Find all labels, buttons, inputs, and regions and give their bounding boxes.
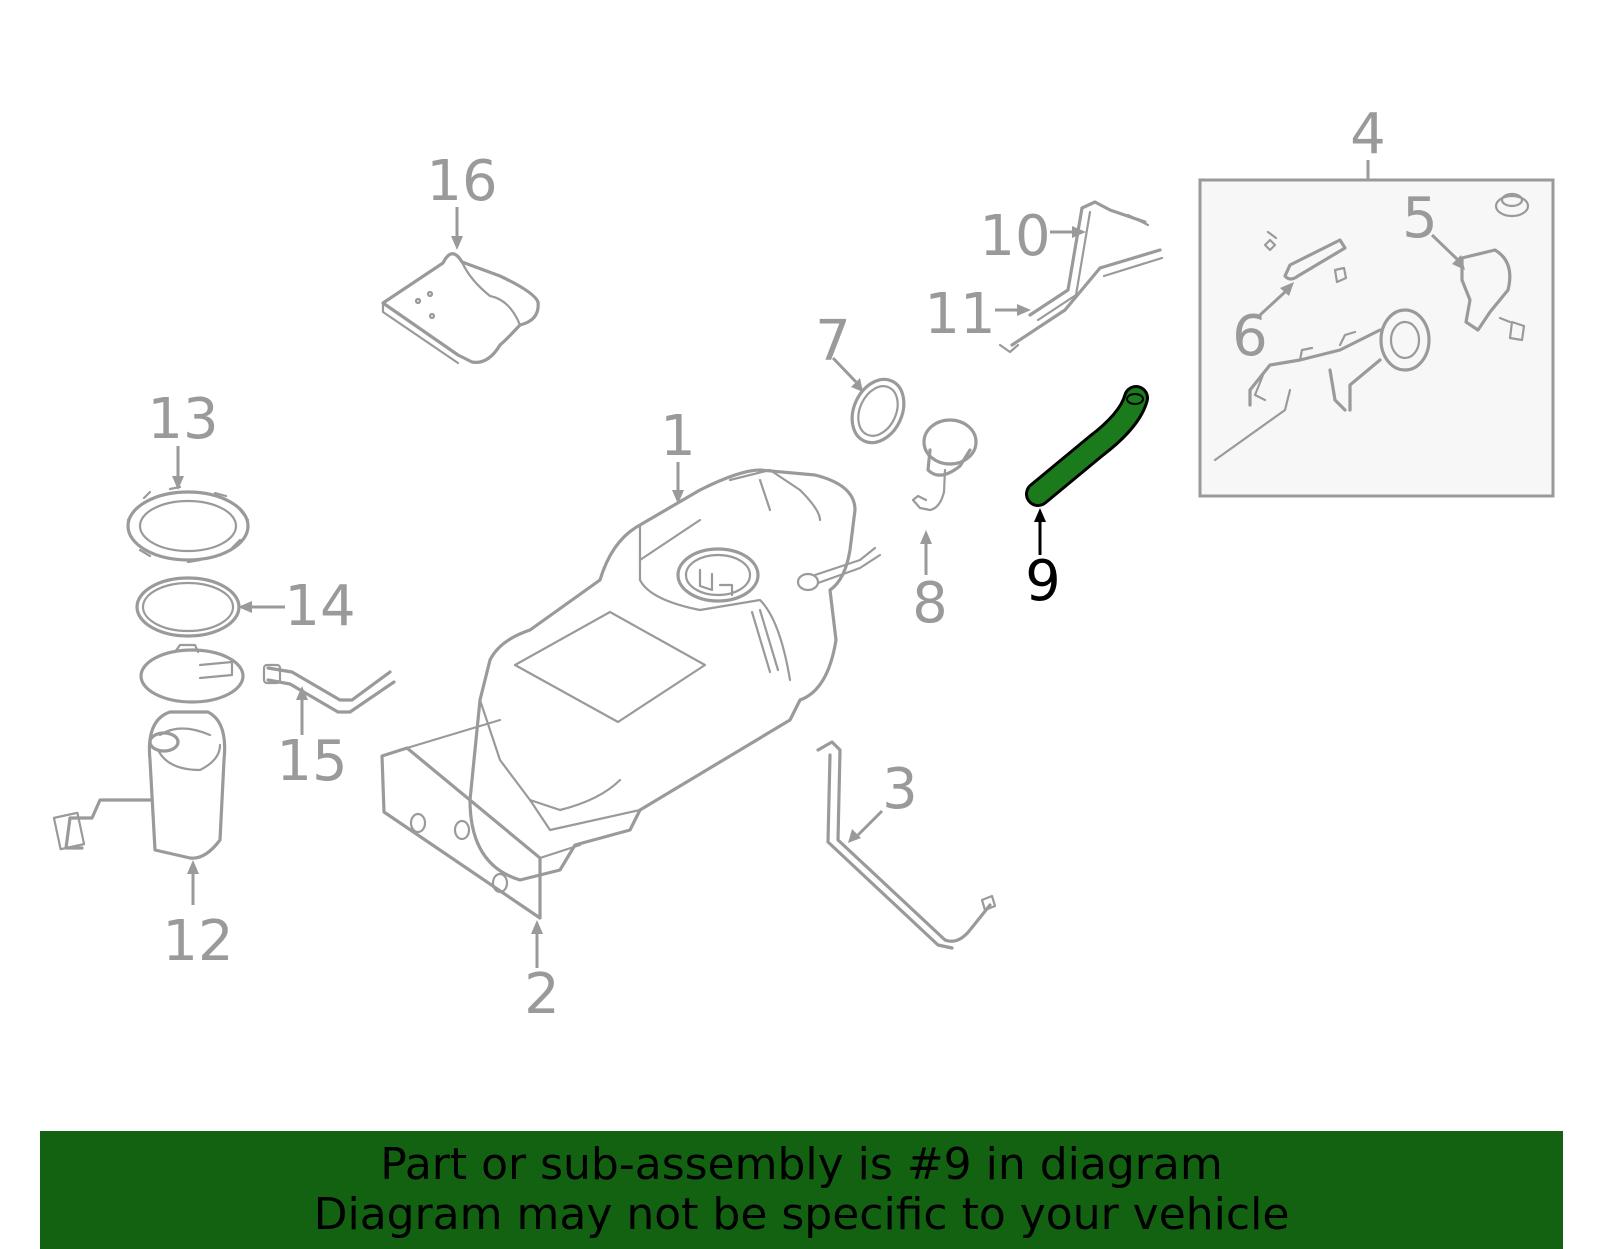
callout-5-arrowhead	[1452, 255, 1465, 270]
part-13-lock-ring[interactable]	[126, 485, 250, 564]
callout-10: 10	[979, 204, 1050, 269]
part-12-fuel-pump[interactable]	[52, 643, 245, 860]
callout-13: 13	[147, 387, 218, 452]
callout-3: 3	[882, 757, 918, 822]
part-3-strap[interactable]	[816, 740, 997, 950]
callout-1: 1	[660, 404, 696, 469]
callout-14: 14	[284, 574, 355, 639]
callout-6-arrowhead	[1280, 282, 1294, 296]
part-9-filler-hose[interactable]	[1025, 385, 1149, 507]
callout-3-arrowhead	[848, 829, 861, 843]
part-1-fuel-tank[interactable]	[468, 468, 882, 882]
callout-5-leader	[1430, 233, 1460, 262]
callout-16-arrowhead	[451, 236, 463, 250]
callout-9-arrowhead	[1034, 508, 1046, 522]
callout-7: 7	[815, 309, 851, 374]
callout-8-arrowhead	[920, 530, 932, 544]
callout-12-arrowhead	[187, 860, 199, 874]
callout-15: 15	[276, 729, 347, 794]
callout-13-arrowhead	[172, 476, 184, 490]
part-10-11-tubes[interactable]	[998, 200, 1164, 354]
callout-7-leader	[831, 356, 858, 384]
callout-11: 11	[924, 282, 995, 347]
part-14-gasket[interactable]	[135, 576, 241, 638]
part-4-assembly-box	[1198, 178, 1555, 498]
callout-2: 2	[524, 962, 560, 1027]
banner-line-2: Diagram may not be specific to your vehi…	[313, 1189, 1290, 1240]
callout-16: 16	[426, 149, 497, 214]
part-4-filler-assembly[interactable]	[1213, 192, 1530, 462]
part-15-hose[interactable]	[262, 663, 396, 714]
info-banner: Part or sub-assembly is #9 in diagram Di…	[40, 1131, 1563, 1249]
callout-14-arrowhead	[238, 601, 252, 613]
part-2-skid-plate[interactable]	[380, 718, 582, 920]
callout-9: 9	[1025, 549, 1061, 614]
callout-12: 12	[162, 909, 233, 974]
callout-5: 5	[1402, 186, 1438, 251]
part-16-shield[interactable]	[381, 252, 540, 365]
callout-7-arrowhead	[851, 378, 863, 392]
callout-6-leader	[1258, 290, 1287, 317]
callout-3-leader	[856, 809, 884, 837]
part-7-seal[interactable]	[842, 371, 913, 451]
callout-8: 8	[912, 571, 948, 636]
callout-10-arrowhead	[1072, 226, 1086, 238]
callout-15-arrowhead	[296, 686, 308, 700]
callout-4: 4	[1350, 102, 1386, 167]
callout-11-arrowhead	[1017, 304, 1031, 316]
banner-line-1: Part or sub-assembly is #9 in diagram	[380, 1139, 1223, 1190]
part-8-fuel-cap[interactable]	[911, 418, 978, 512]
callout-2-arrowhead	[531, 920, 543, 934]
callout-1-arrowhead	[672, 490, 684, 504]
